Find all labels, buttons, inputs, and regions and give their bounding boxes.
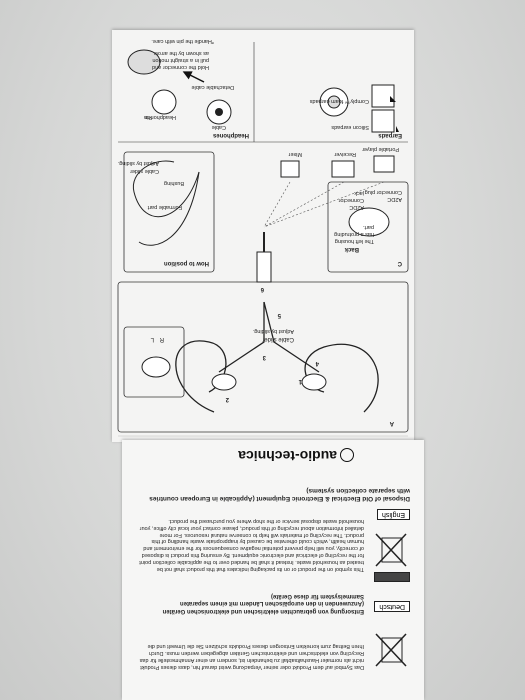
l-mark: L bbox=[150, 336, 154, 342]
manual-sheet-diagrams: A C How to position Earpads Headphones C… bbox=[112, 30, 414, 442]
deutsch-tab: Deutsch bbox=[374, 601, 410, 612]
num-5: 5 bbox=[277, 312, 281, 318]
silicon-earpads-label: Silicon earpads bbox=[331, 124, 369, 130]
back-label: Back bbox=[344, 246, 359, 252]
brand-name: audio-technica bbox=[238, 448, 337, 464]
a2dc-jack-label: A2DC Connector jack bbox=[338, 190, 364, 210]
num-2: 2 bbox=[225, 396, 229, 402]
num-1: 1 bbox=[298, 378, 302, 384]
receiver-label: Receiver bbox=[334, 151, 356, 157]
num-4: 4 bbox=[315, 360, 319, 366]
pin-label: Pin bbox=[144, 114, 152, 120]
headphones-heading: Headphones bbox=[212, 132, 249, 138]
earphone-diagram bbox=[117, 42, 409, 437]
weee-bin-icon-2 bbox=[375, 633, 407, 667]
label-c: C bbox=[397, 260, 402, 266]
adjust-sliding-label: Adjust by sliding. bbox=[252, 328, 294, 334]
num-3: 3 bbox=[262, 354, 266, 360]
adjust-sliding-label-2: Adjust by sliding. bbox=[117, 160, 159, 166]
a2dc-plug-label: A2DC Connector plug bbox=[364, 189, 402, 202]
comply-earpads-label: Comply™ foam earpads bbox=[309, 98, 369, 104]
weee-bin-icon bbox=[375, 533, 407, 567]
formable-label: Formable part bbox=[147, 204, 182, 210]
black-bar-marker bbox=[374, 572, 410, 582]
deutsch-title: Entsorgung von gebrauchten elektrischen … bbox=[162, 593, 364, 614]
disposal-title: Disposal of Old Electrical & Electronic … bbox=[149, 486, 410, 502]
mixer-label: Mixer bbox=[288, 151, 302, 157]
left-housing-label: The left housing has a protruding part. bbox=[334, 224, 374, 244]
cable-slider-label: Cable slider bbox=[262, 336, 294, 342]
hold-connector-label: Hold the connector and pull in a straigh… bbox=[152, 50, 209, 70]
label-a: A bbox=[389, 420, 394, 426]
earpads-heading: Earpads bbox=[378, 132, 402, 138]
r-mark: R bbox=[159, 336, 164, 342]
detachable-cable-label: Detachable cable bbox=[191, 84, 234, 90]
bushing-label: Bushing bbox=[164, 180, 184, 186]
brand-logo: audio-technica bbox=[238, 447, 354, 464]
english-tab: English bbox=[377, 509, 410, 520]
cable-label: Cable bbox=[211, 124, 226, 130]
how-to-position: How to position bbox=[164, 260, 209, 266]
brand-mark-icon bbox=[340, 447, 354, 462]
handle-pin-label: *Handle the pin with care. bbox=[151, 38, 214, 44]
num-6: 6 bbox=[260, 286, 264, 292]
english-body: This symbol on the product or on its pac… bbox=[139, 517, 364, 572]
deutsch-body: Das Symbol auf dem Produkt oder seiner V… bbox=[139, 643, 364, 670]
cable-slider-label-2: Cable slider bbox=[129, 168, 159, 174]
portable-player-label: Portable player bbox=[362, 146, 399, 152]
manual-sheet-disposal: audio-technica Disposal of Old Electrica… bbox=[122, 440, 424, 700]
